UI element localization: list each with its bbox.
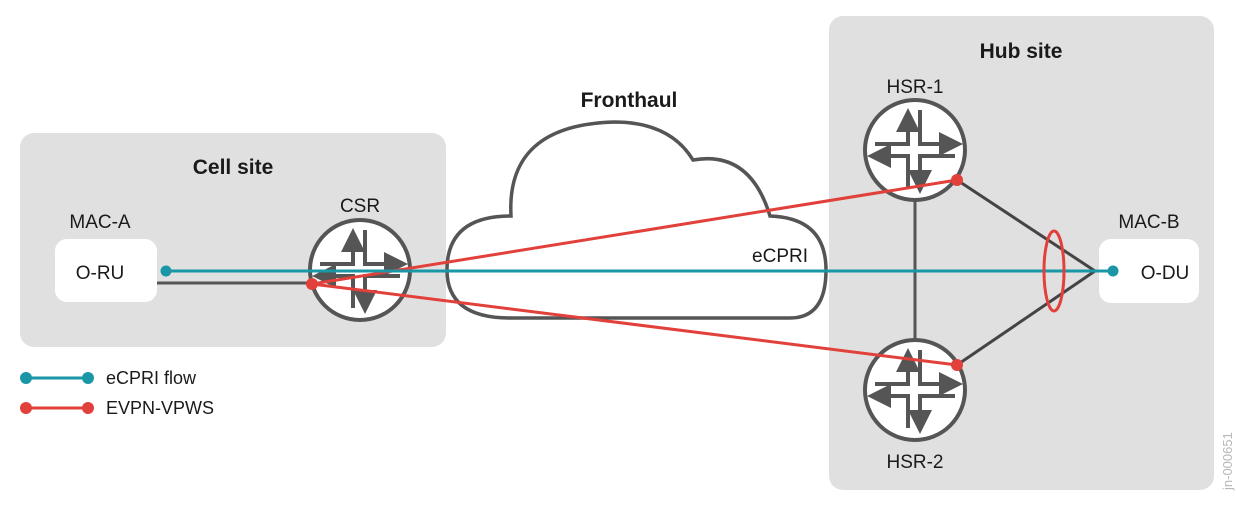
- hub-site-title: Hub site: [980, 40, 1063, 63]
- ecpri-endpoint-odu: [1107, 265, 1119, 277]
- evpn-endpoint-csr: [306, 278, 318, 290]
- lag-bundle-ellipse: [1042, 229, 1066, 313]
- hsr1-label: HSR-1: [886, 77, 943, 98]
- odu-box[interactable]: [1099, 239, 1199, 303]
- mac-a-label: MAC-A: [69, 212, 131, 233]
- ecpri-endpoint-oru: [160, 265, 172, 277]
- figure-id-watermark: jn-000651: [1220, 432, 1235, 491]
- hsr2-odu-link: [956, 269, 1096, 367]
- legend-ecpri-dot-right: [82, 372, 94, 384]
- oru-label: O-RU: [76, 263, 125, 284]
- evpn-vpws-tunnel-hsr1: [311, 178, 958, 286]
- fronthaul-title: Fronthaul: [581, 89, 678, 112]
- legend: eCPRI flow EVPN-VPWS: [20, 368, 214, 418]
- evpn-endpoint-hsr2: [951, 359, 963, 371]
- evpn-vpws-tunnel-hsr2: [311, 282, 958, 367]
- oru-box[interactable]: [55, 239, 157, 302]
- legend-ecpri-dot-left: [20, 372, 32, 384]
- legend-evpn-dot-left: [20, 402, 32, 414]
- ecpri-flow-label: eCPRI: [752, 246, 808, 267]
- hsr1-odu-link: [956, 178, 1096, 273]
- fronthaul-cloud: [445, 120, 828, 320]
- legend-ecpri-label: eCPRI flow: [106, 368, 197, 388]
- hsr1-router-icon[interactable]: [865, 100, 965, 200]
- mac-b-label: MAC-B: [1118, 212, 1179, 233]
- csr-label: CSR: [340, 196, 380, 217]
- evpn-endpoint-hsr1: [951, 174, 963, 186]
- legend-evpn-dot-right: [82, 402, 94, 414]
- cell-site-title: Cell site: [193, 156, 274, 179]
- hsr2-label: HSR-2: [886, 452, 943, 473]
- legend-evpn-label: EVPN-VPWS: [106, 398, 214, 418]
- odu-label: O-DU: [1141, 263, 1190, 284]
